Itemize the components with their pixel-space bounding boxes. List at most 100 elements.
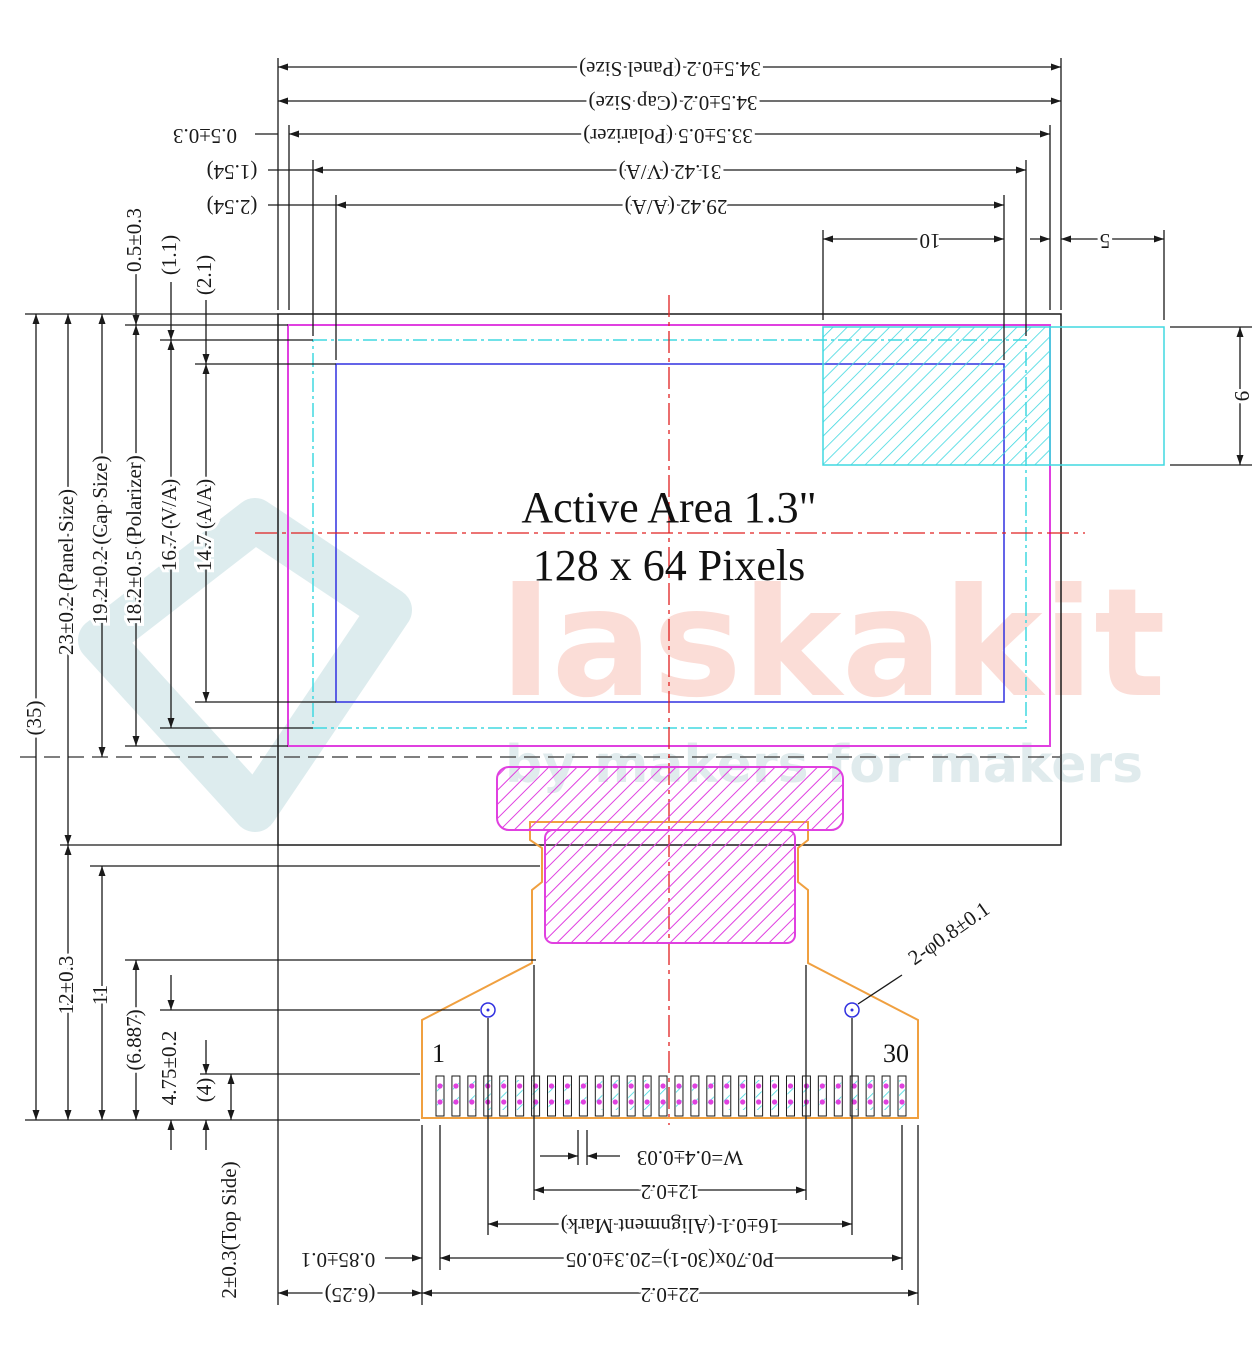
fpc-pin-hatch: [883, 1080, 890, 1110]
dim-pin-width: W=0.4±0.03: [637, 1146, 743, 1170]
fpc-pin-pad: [469, 1099, 475, 1105]
fpc-pin-pad: [708, 1083, 714, 1089]
fpc-pin-pad: [596, 1083, 602, 1089]
active-area-title: Active Area 1.3": [521, 483, 816, 532]
fpc-pin-pad: [692, 1083, 698, 1089]
fpc-pin-hatch: [564, 1080, 571, 1110]
dim-polarizer-offset: 0.5±0.3: [173, 124, 237, 148]
fpc-pin-hatch: [739, 1080, 746, 1110]
fpc-pin-hatch: [787, 1080, 794, 1110]
fpc-pin-pad: [867, 1083, 873, 1089]
fpc-pin: [785, 1075, 795, 1117]
fpc-pin-pad: [612, 1099, 618, 1105]
fpc-pin-pad: [676, 1099, 682, 1105]
dim-va-width: 31.42 (V/A): [619, 160, 722, 184]
dim-edge: 0.85±0.1: [301, 1248, 376, 1272]
fpc-pin: [515, 1075, 525, 1117]
fpc-pin: [578, 1075, 588, 1117]
fpc-pin-pad: [517, 1099, 523, 1105]
fpc-pin-hatch: [675, 1080, 682, 1110]
fpc-pin: [833, 1075, 843, 1117]
fpc-pin-hatch: [899, 1080, 905, 1110]
dim-top-05: 0.5±0.3: [122, 208, 146, 272]
fpc-pin-pad: [548, 1099, 555, 1105]
fpc-pin-hatch: [452, 1080, 459, 1110]
fpc-pin-pad: [851, 1099, 857, 1105]
dim-9: 9: [1230, 391, 1254, 402]
fpc-pin-pad: [580, 1099, 586, 1105]
dim-aa-width: 29.42 (A/A): [625, 195, 728, 219]
fpc-pin-hatch: [500, 1080, 507, 1110]
fpc-pin-pad: [740, 1099, 746, 1105]
dim-6887: (6.887): [122, 1009, 146, 1070]
fpc-pin: [674, 1075, 684, 1117]
fpc-pin-pad: [708, 1099, 714, 1105]
dim-total-height: (35): [22, 701, 46, 736]
fpc-pin: [626, 1075, 636, 1117]
fpc-pin-pad: [756, 1083, 762, 1089]
fpc-pin-pad: [501, 1099, 507, 1105]
fpc-pin: [770, 1075, 780, 1117]
fpc-pin: [690, 1075, 700, 1117]
fpc-pin-pad: [899, 1099, 905, 1105]
fpc-pin-pad: [501, 1083, 507, 1089]
fpc-pin-pad: [612, 1083, 618, 1089]
fpc-pin: [738, 1075, 748, 1117]
fpc-outline: [421, 821, 919, 1119]
fpc-pins: [435, 1075, 907, 1117]
fpc-pin-pad: [628, 1083, 634, 1089]
fpc-pin-pad: [835, 1099, 841, 1105]
fpc-pin-pad: [851, 1083, 857, 1089]
fpc-pin-pad: [883, 1099, 889, 1105]
fpc-pin: [865, 1075, 875, 1117]
fpc-pin-pad: [564, 1083, 571, 1089]
fpc-pin-pad: [724, 1083, 730, 1089]
fpc-pin-hatch: [755, 1080, 762, 1110]
fpc-pin-hatch: [437, 1080, 443, 1110]
fpc-pin-pad: [819, 1083, 825, 1089]
fpc-pin-pad: [596, 1099, 602, 1105]
fpc-pin-pad: [453, 1099, 459, 1105]
dim-11: 11: [88, 985, 112, 1005]
dimension-lines: [25, 58, 1252, 1305]
fpc-pin-pad: [437, 1099, 443, 1105]
fpc-pin-pad: [628, 1099, 634, 1105]
fpc-pin-hatch: [516, 1080, 523, 1110]
fpc-pin: [817, 1075, 827, 1117]
dim-pitch: P0.70x(30-1)=20.3±0.05: [566, 1248, 774, 1272]
fpc-pin-hatch: [771, 1080, 778, 1110]
pin-30-label: 30: [883, 1039, 909, 1068]
fpc-pin: [754, 1075, 764, 1117]
fpc-pin-pad: [771, 1083, 778, 1089]
fpc-pin-pad: [835, 1083, 841, 1089]
cyan-hatched-region: [822, 326, 1051, 466]
fpc-pin: [562, 1075, 572, 1117]
fpc-pin-pad: [692, 1099, 698, 1105]
dim-panel-height: 23±0.2 (Panel Size): [54, 489, 78, 655]
active-area-resolution: 128 x 64 Pixels: [533, 541, 806, 590]
dim-22: 22±0.2: [641, 1283, 700, 1307]
fpc-pin-hatch: [835, 1080, 842, 1110]
dim-va-height: 16.7 (V/A): [157, 479, 181, 571]
fpc-pin-hatch: [660, 1080, 667, 1110]
fpc-pin: [451, 1075, 461, 1117]
fpc-pin-pad: [660, 1083, 666, 1089]
dim-polarizer-width: 33.5±0.5 (Polarizer): [583, 124, 753, 148]
fpc-pin-pad: [787, 1083, 794, 1089]
fpc-pin: [722, 1075, 732, 1117]
dim-aa-offset: (2.54): [207, 195, 258, 219]
fpc-pin-hatch: [723, 1080, 730, 1110]
fpc-pin-hatch: [867, 1080, 874, 1110]
dim-475: 4.75±0.2: [157, 1031, 181, 1106]
fpc-pin-pad: [644, 1099, 650, 1105]
dim-5: 5: [1100, 229, 1111, 253]
dim-hole-diameter: 2-φ0.8±0.1: [904, 897, 994, 970]
fpc-pin-pad: [453, 1083, 459, 1089]
dim-va-offset: (1.54): [207, 160, 258, 184]
fpc-pin: [706, 1075, 716, 1117]
dim-top-side: 2±0.3(Top Side): [217, 1161, 241, 1298]
fpc-pin-hatch: [596, 1080, 603, 1110]
fpc-pin-pad: [724, 1099, 730, 1105]
fpc-pin-pad: [580, 1083, 586, 1089]
